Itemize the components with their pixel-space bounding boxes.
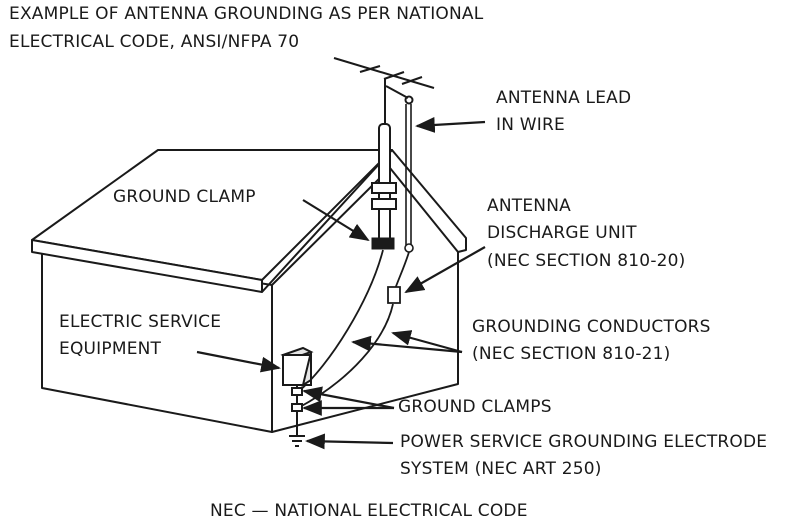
antenna-element [402, 77, 422, 84]
gable-edge [262, 150, 466, 292]
label-antenna-lead: ANTENNA LEAD [496, 88, 632, 108]
ground-clamp-1 [292, 388, 302, 395]
arrow-conductors-a [351, 335, 462, 352]
antenna-element [384, 72, 404, 79]
arrow-discharge-unit [404, 247, 485, 293]
ground-clamp-2 [292, 404, 302, 411]
arrow-ground-clamps-a [302, 386, 394, 408]
arrow-antenna-lead [415, 117, 485, 133]
antenna-feed [386, 86, 408, 98]
label-grounding-conductors: GROUNDING CONDUCTORS [472, 317, 711, 337]
label-antenna-lead: IN WIRE [496, 115, 565, 135]
label-ground-clamp: GROUND CLAMP [113, 187, 256, 207]
arrow-conductors-b [391, 330, 462, 352]
label-power-service: SYSTEM (NEC ART 250) [400, 459, 602, 479]
label-electric-service: EQUIPMENT [59, 339, 162, 359]
diagram-title-line1: EXAMPLE OF ANTENNA GROUNDING AS PER NATI… [9, 4, 484, 24]
label-discharge-unit: (NEC SECTION 810-20) [487, 251, 686, 271]
electric-service-box [283, 348, 311, 385]
label-electric-service: ELECTRIC SERVICE [59, 312, 222, 332]
wire-loop-icon [405, 244, 413, 252]
arrow-electrode [305, 433, 393, 450]
mast-bracket-upper [372, 183, 396, 193]
ground-rod [289, 385, 305, 446]
mast-bracket-lower [372, 199, 396, 209]
diagram-title-line2: ELECTRICAL CODE, ANSI/NFPA 70 [9, 32, 300, 52]
arrow-ground-clamp [303, 200, 370, 242]
antenna-boom [334, 58, 434, 88]
label-ground-clamps: GROUND CLAMPS [398, 397, 552, 417]
label-grounding-conductors: (NEC SECTION 810-21) [472, 344, 671, 364]
lead-in-wire [406, 104, 411, 245]
label-discharge-unit: DISCHARGE UNIT [487, 223, 637, 243]
mast-ground-clamp [372, 238, 394, 249]
footer-note: NEC — NATIONAL ELECTRICAL CODE [210, 501, 528, 521]
arrow-electric-service [197, 352, 281, 373]
antenna [334, 58, 434, 244]
pointer-arrows [197, 117, 485, 450]
discharge-unit [388, 287, 400, 303]
antenna-element [360, 66, 380, 72]
label-power-service: POWER SERVICE GROUNDING ELECTRODE [400, 432, 768, 452]
label-discharge-unit: ANTENNA [487, 196, 571, 216]
